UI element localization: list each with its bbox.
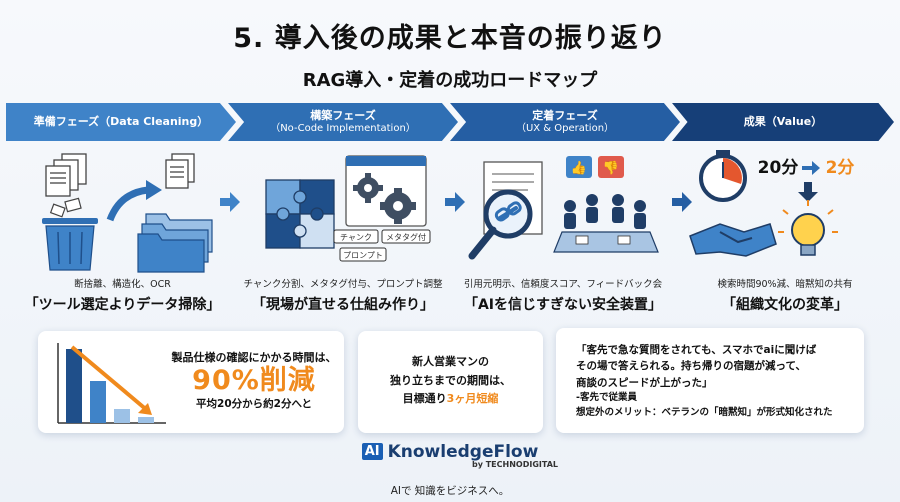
- flow-arrow-icon: [445, 192, 465, 212]
- document-copy-icon: [165, 153, 195, 189]
- phase-adopt: 定着フェーズ （UX & Operation）: [450, 103, 680, 141]
- flow-arrow-icon: [220, 192, 240, 212]
- svg-text:👎: 👎: [603, 160, 619, 176]
- document-stack-icon: [45, 153, 87, 197]
- folder-stack-icon: [137, 213, 213, 273]
- column-build: チャンク メタタグ付 プロンプト チャンク分割、メタタグ付与、プロンプト調整 「…: [238, 148, 448, 318]
- card3-line4: -客先で従業員: [576, 391, 637, 403]
- logo-badge: AI: [361, 443, 383, 460]
- chunk-tag-text: チャンク: [340, 233, 372, 242]
- column-value: 20分 2分 検索時間90%減、暗黙知の共有 「組織文化の変革」: [680, 148, 890, 318]
- card1-post: 平均20分から約2分へと: [196, 398, 312, 411]
- adopt-slogan: 「AIを信じすぎない安全装置」: [463, 297, 663, 313]
- result-card-onboarding: 新人営業マンの 独り立ちまでの期間は、 目標通り3ヶ月短縮: [358, 331, 543, 433]
- metatag-tag-text: メタタグ付: [386, 232, 426, 242]
- page-subtitle: RAG導入・定着の成功ロードマップ: [302, 70, 598, 91]
- card2-line3-prefix: 目標通り: [402, 392, 447, 406]
- svg-text:👍: 👍: [571, 160, 587, 176]
- lightbulb-icon: [778, 200, 838, 256]
- curved-arrow-head-icon: [146, 180, 162, 200]
- decline-bar-chart-icon: [57, 343, 166, 424]
- value-description: 検索時間90%減、暗黙知の共有: [717, 279, 853, 290]
- prep-description: 断捨離、構造化、OCR: [74, 279, 171, 290]
- page-title: 5. 導入後の成果と本音の振り返り: [233, 23, 667, 54]
- prep-slogan: 「ツール選定よりデータ掃除」: [24, 297, 221, 313]
- card3-line3: 商談のスピードが上がった」: [576, 376, 713, 389]
- thumbs-up-icon: 👍: [566, 156, 592, 178]
- adopt-illustration: 👍 👎: [468, 156, 659, 260]
- card2-line1: 新人営業マンの: [412, 355, 489, 368]
- phase-build: 構築フェーズ （No-Code Implementation）: [228, 103, 458, 141]
- chunk-tag: チャンク: [333, 229, 379, 244]
- build-description: チャンク分割、メタタグ付与、プロンプト調整: [243, 279, 443, 290]
- tagline: AIで 知識をビジネスへ。: [390, 485, 510, 497]
- arrow-right-icon: [802, 161, 820, 175]
- meeting-people-icon: [564, 194, 646, 229]
- thumbs-down-icon: 👎: [598, 156, 624, 178]
- card2-text: 新人営業マンの 独り立ちまでの期間は、 目標通り3ヶ月短縮: [358, 353, 543, 409]
- card3-line1: 「客先で急な質問をされても、スマホでaiに聞けば: [576, 344, 817, 356]
- card3-line5: 想定外のメリット：ベテランの「暗黙知」が形式知化された: [576, 406, 833, 418]
- trash-bin-icon: [42, 218, 98, 271]
- result-card-time-reduction: 製品仕様の確認にかかる時間は、 90%削減 平均20分から約2分へと: [38, 331, 344, 433]
- phase-adopt-label: 定着フェーズ: [532, 108, 598, 122]
- curved-arrow-icon: [106, 186, 149, 222]
- metatag-tag: メタタグ付: [381, 229, 431, 244]
- build-slogan: 「現場が直せる仕組み作り」: [252, 297, 434, 313]
- stopwatch-icon: [699, 150, 747, 202]
- time-before-text: 20分: [758, 158, 799, 178]
- logo-name: KnowledgeFlow: [387, 441, 539, 462]
- phase-build-label: 構築フェーズ: [310, 108, 376, 122]
- phase-adopt-sub: （UX & Operation）: [515, 122, 615, 134]
- build-illustration: チャンク メタタグ付 プロンプト: [265, 155, 431, 262]
- value-illustration: 20分 2分: [689, 150, 855, 257]
- card2-line2: 独り立ちまでの期間は、: [390, 373, 511, 387]
- column-adopt: 👍 👎 引用元明示、信頼度スコア、フィードバック会 「AIを信じすぎない安全装置…: [458, 148, 668, 318]
- phase-value: 成果（Value）: [672, 103, 894, 141]
- flow-arrow-icon: [672, 192, 692, 212]
- logo-by: by TECHNODIGITAL: [472, 459, 558, 469]
- time-after-text: 2分: [826, 158, 855, 178]
- falling-paper-icon: [49, 197, 82, 218]
- card1-pre: 製品仕様の確認にかかる時間は、: [171, 351, 337, 364]
- card3-quote: 「客先で急な質問をされても、スマホでaiに聞けば その場で答えられる。持ち帰りの…: [576, 342, 860, 420]
- column-prep: 断捨離、構造化、OCR 「ツール選定よりデータ掃除」: [20, 148, 225, 318]
- phase-prep: 準備フェーズ（Data Cleaning）: [6, 103, 236, 141]
- puzzle-icon: [265, 179, 335, 249]
- handshake-icon: [689, 223, 777, 257]
- adopt-description: 引用元明示、信頼度スコア、フィードバック会: [463, 279, 663, 290]
- prompt-tag: プロンプト: [339, 247, 387, 262]
- card1-text: 製品仕様の確認にかかる時間は、 90%削減 平均20分から約2分へと: [166, 349, 342, 411]
- data-cleaning-illustration: [42, 153, 213, 273]
- arrow-down-icon: [798, 182, 818, 202]
- phase-value-label: 成果（Value）: [743, 115, 823, 129]
- card3-line2: その場で答えられる。持ち帰りの宿題が減って、: [576, 360, 806, 373]
- gear-icon: [353, 173, 383, 203]
- phase-roadmap: 準備フェーズ（Data Cleaning） 構築フェーズ （No-Code Im…: [6, 103, 896, 141]
- phase-prep-label: 準備フェーズ（Data Cleaning）: [33, 115, 209, 129]
- card2-line3: 目標通り3ヶ月短縮: [358, 390, 543, 409]
- brand-logo: AI KnowledgeFlow by TECHNODIGITAL: [0, 440, 900, 469]
- result-card-quote: 「客先で急な質問をされても、スマホでaiに聞けば その場で答えられる。持ち帰りの…: [556, 328, 864, 433]
- prompt-tag-text: プロンプト: [343, 251, 383, 260]
- phase-build-sub: （No-Code Implementation）: [270, 122, 416, 134]
- meeting-table-icon: [553, 231, 659, 253]
- value-slogan: 「組織文化の変革」: [722, 297, 848, 313]
- card2-highlight: 3ヶ月短縮: [446, 392, 499, 406]
- magnifier-link-icon: [468, 189, 533, 260]
- gear-large-icon: [380, 188, 416, 224]
- card1-highlight: 90%削減: [192, 365, 316, 396]
